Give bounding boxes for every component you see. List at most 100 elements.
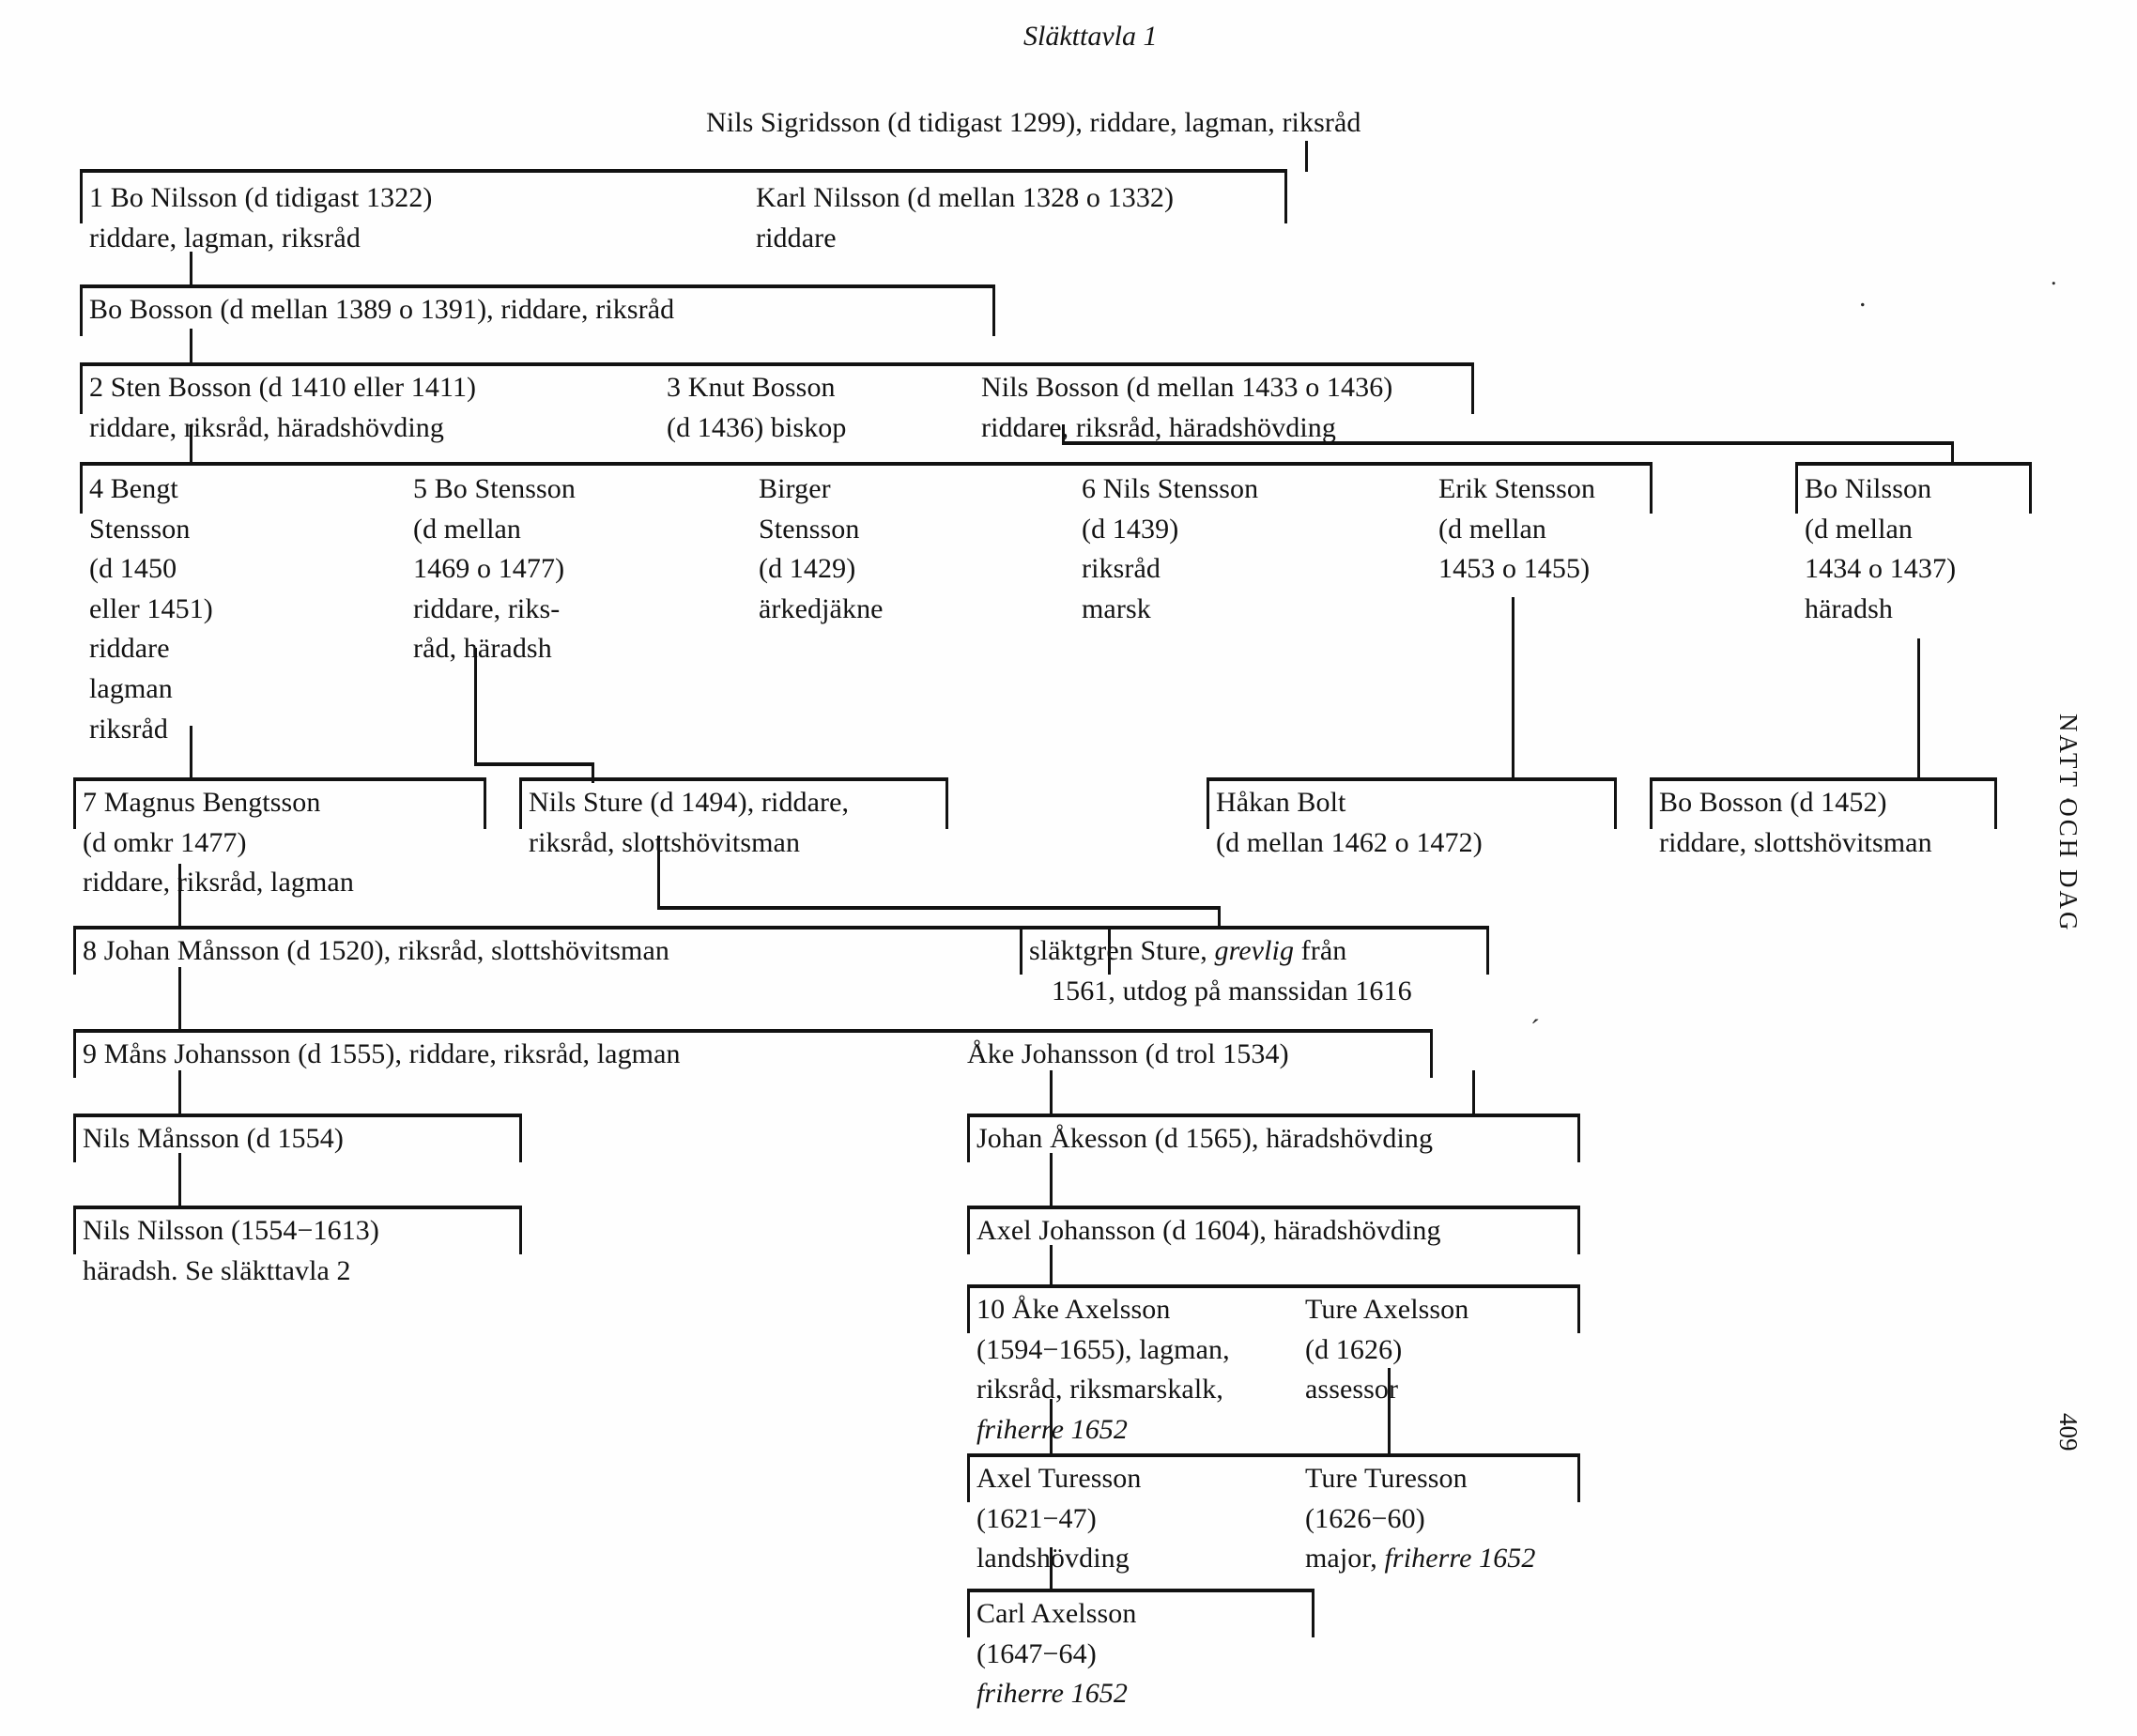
bracket-right-magnus (484, 777, 486, 829)
bracket-left-gen5-right (1795, 462, 1798, 514)
bracket-right-hakan (1614, 777, 1617, 829)
bracket-right-gen5-right (2029, 462, 2032, 514)
ake-axelsson-text-italic: friherre 1652 (976, 1413, 1129, 1445)
bracket-left-bo-bosson-1452 (1650, 777, 1653, 829)
ake-axelsson-text: 10 Åke Axelsson (1594−1655), lagman, rik… (976, 1294, 1230, 1406)
bracket-right-gen4 (1471, 362, 1474, 414)
connector-drop-nils-bosson (1062, 424, 1065, 445)
bracket-left-axel-johansson (967, 1206, 970, 1254)
sibling-bar-slaktgren-sture (1020, 926, 1489, 929)
bracket-left-nils-mansson (73, 1114, 76, 1162)
scan-artifact-mark: . (1859, 282, 1867, 313)
bracket-right-gen5 (1650, 462, 1653, 514)
bracket-right-nils-mansson (519, 1114, 522, 1162)
bracket-left-slaktgren (1020, 926, 1022, 975)
node-bo-nilsson-1434: Bo Nilsson (d mellan 1434 o 1437) härads… (1805, 473, 1957, 624)
bracket-left-gen12 (967, 1453, 970, 1502)
connector-drop-sten-bosson (190, 424, 192, 464)
sibling-bar-gen13 (967, 1589, 1314, 1592)
sibling-bar-gen5 (80, 462, 1653, 466)
node-erik-stensson: Erik Stensson (d mellan 1453 o 1455) (1438, 473, 1596, 585)
node-hakan-bolt: Håkan Bolt (d mellan 1462 o 1472) (1216, 787, 1483, 858)
node-nils-sigridsson: Nils Sigridsson (d tidigast 1299), ridda… (706, 107, 1361, 138)
bracket-left-gen3 (80, 284, 83, 336)
node-ake-axelsson: 10 Åke Axelsson (1594−1655), lagman, rik… (976, 1290, 1230, 1450)
carl-axelsson-text: Carl Axelsson (1647−64) (976, 1598, 1137, 1669)
sibling-bar-johan-akesson (967, 1114, 1580, 1117)
bracket-right-johan-akesson (1577, 1114, 1580, 1162)
node-axel-johansson: Axel Johansson (d 1604), häradshövding (976, 1215, 1441, 1246)
node-axel-turesson: Axel Turesson (1621−47) landshövding (976, 1463, 1142, 1575)
connector-drop-to-slaktgren (1218, 906, 1221, 929)
sibling-bar-hakan-bolt (1207, 777, 1617, 781)
node-mans-johansson: 9 Måns Johansson (d 1555), riddare, riks… (83, 1038, 681, 1069)
bracket-right-gen12 (1577, 1453, 1580, 1502)
node-bo-bosson-1389: Bo Bosson (d mellan 1389 o 1391), riddar… (89, 294, 675, 325)
bracket-right-gen8 (1430, 1029, 1433, 1078)
connector-drop-nils-mansson (178, 1153, 181, 1207)
sibling-bar-gen5-right (1795, 462, 2032, 466)
scan-artifact-mark: ´ (1530, 1014, 1540, 1045)
sibling-bar-nils-sture (519, 777, 948, 781)
node-magnus-bengtsson: 7 Magnus Bengtsson (d omkr 1477) riddare… (83, 787, 354, 899)
node-nils-stensson: 6 Nils Stensson (d 1439) riksråd marsk (1082, 473, 1259, 624)
connector-drop-bo-bosson-1389 (190, 329, 192, 364)
connector-drop-bo-nilsson-1322 (190, 252, 192, 286)
bracket-right-gen13 (1312, 1589, 1314, 1637)
connector-drop-ake-axelsson (1050, 1399, 1053, 1455)
node-knut-bosson: 3 Knut Bosson (d 1436) biskop (667, 372, 847, 443)
bracket-left-nils-sture (519, 777, 522, 829)
connector-drop-bo-stensson (474, 648, 477, 765)
slaktgren-sture-text-a: släktgren Sture, (1029, 935, 1215, 966)
node-nils-bosson: Nils Bosson (d mellan 1433 o 1436) ridda… (981, 372, 1393, 443)
connector-elbow-nils-sture (657, 906, 1221, 910)
node-nils-sture: Nils Sture (d 1494), riddare, riksråd, s… (529, 787, 850, 858)
node-ture-turesson: Ture Turesson (1626−60) major, friherre … (1305, 1459, 1536, 1579)
bracket-right-slaktgren (1486, 926, 1489, 975)
node-johan-akesson: Johan Åkesson (d 1565), häradshövding (976, 1123, 1434, 1154)
bracket-left-gen4 (80, 362, 83, 414)
sibling-bar-bo-bosson-1452 (1650, 777, 1997, 781)
sibling-bar-gen4 (80, 362, 1474, 366)
node-ture-axelsson: Ture Axelsson (d 1626) assessor (1305, 1294, 1469, 1406)
slaktgren-sture-text-italic: grevlig (1214, 935, 1295, 966)
folio-number: 409 (2054, 1413, 2083, 1452)
sibling-bar-gen11 (967, 1284, 1580, 1288)
node-johan-mansson: 8 Johan Månsson (d 1520), riksråd, slott… (83, 935, 669, 966)
bracket-left-gen7 (73, 926, 76, 975)
scan-artifact-mark: . (2051, 263, 2057, 290)
sibling-bar-gen2 (80, 169, 1287, 173)
connector-drop-ake-johansson (1050, 1070, 1053, 1115)
bracket-right-nils-nilsson (519, 1206, 522, 1254)
connector-drop-bo-nilsson-1434 (1917, 638, 1920, 779)
scan-artifact-mark: ´ (2062, 793, 2071, 824)
node-karl-nilsson: Karl Nilsson (d mellan 1328 o 1332) ridd… (756, 182, 1175, 253)
node-carl-axelsson: Carl Axelsson (1647−64)friherre 1652 (976, 1594, 1136, 1714)
bracket-left-gen5 (80, 462, 83, 514)
bracket-left-nils-nilsson (73, 1206, 76, 1254)
connector-drop-johan-mansson (178, 967, 181, 1031)
bracket-right-nils-sture (946, 777, 948, 829)
connector-drop-axel-turesson (1050, 1547, 1053, 1590)
bracket-left-johan-akesson (967, 1114, 970, 1162)
ture-turesson-text: Ture Turesson (1626−60) major, (1305, 1463, 1468, 1575)
sibling-bar-gen8 (73, 1029, 1433, 1033)
node-nils-nilsson: Nils Nilsson (1554−1613) häradsh. Se slä… (83, 1215, 379, 1286)
bracket-left-gen2 (80, 169, 83, 223)
connector-drop-ture-axelsson (1388, 1368, 1391, 1455)
node-bo-stensson: 5 Bo Stensson (d mellan 1469 o 1477) rid… (413, 473, 576, 665)
bracket-right-gen2 (1284, 169, 1287, 223)
node-bo-nilsson-1322: 1 Bo Nilsson (d tidigast 1322) riddare, … (89, 182, 433, 253)
node-ake-johansson: Åke Johansson (d trol 1534) (967, 1038, 1289, 1069)
bracket-left-gen11 (967, 1284, 970, 1333)
bracket-left-hakan (1207, 777, 1209, 829)
bracket-right-axel-johansson (1577, 1206, 1580, 1254)
connector-drop-mans-johansson (178, 1070, 181, 1115)
connector-drop-to-nils-sture (592, 762, 594, 783)
node-bo-bosson-1452: Bo Bosson (d 1452) riddare, slottshövits… (1659, 787, 1932, 858)
sibling-bar-gen7 (73, 926, 1111, 929)
node-sten-bosson: 2 Sten Bosson (d 1410 eller 1411) riddar… (89, 372, 477, 443)
page-title: Släkttavla 1 (1023, 21, 1158, 52)
